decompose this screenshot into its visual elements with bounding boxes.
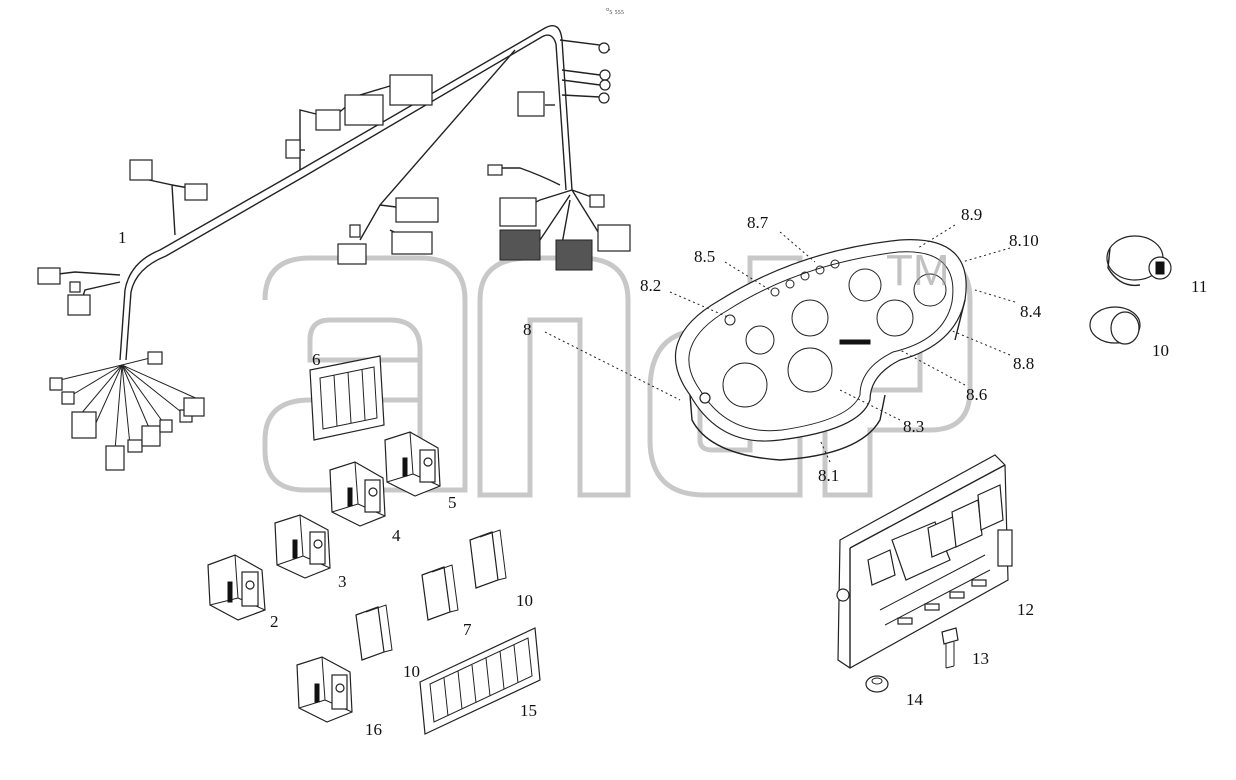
label-part-10-lower: 10 — [403, 662, 420, 681]
label-part-13: 13 — [972, 649, 989, 668]
leader-lines — [544, 224, 1016, 463]
label-part-8-2: 8.2 — [640, 276, 662, 295]
rocker-switch-3 — [274, 514, 331, 579]
label-part-7: 7 — [463, 620, 472, 639]
label-part-14: 14 — [906, 690, 923, 709]
blank-cap-10-lower — [355, 604, 393, 661]
label-part-8-8: 8.8 — [1013, 354, 1035, 373]
rocker-switch-16 — [296, 656, 353, 723]
nut — [865, 675, 889, 693]
label-part-15: 15 — [520, 701, 537, 720]
label-part-12: 12 — [1017, 600, 1034, 619]
indicator-cap — [1089, 306, 1141, 345]
label-part-8-9: 8.9 — [961, 205, 983, 224]
label-part-8-5: 8.5 — [694, 247, 716, 266]
label-part-8-7: 8.7 — [747, 213, 769, 232]
wiring-harness — [37, 25, 631, 471]
label-part-6: 6 — [312, 350, 321, 369]
label-part-5: 5 — [448, 493, 457, 512]
label-part-10-cap: 10 — [1152, 341, 1169, 360]
label-part-4: 4 — [392, 526, 401, 545]
instrument-cluster — [674, 239, 967, 461]
relay-box — [836, 454, 1013, 669]
rocker-switch-4 — [329, 461, 386, 527]
label-part-8-6: 8.6 — [966, 385, 988, 404]
rocker-switch-5 — [384, 431, 441, 497]
long-grille — [419, 627, 541, 735]
blank-cap-10-upper — [469, 529, 507, 589]
label-part-16: 16 — [365, 720, 382, 739]
label-part-8: 8 — [523, 320, 532, 339]
label-part-10-upper: 10 — [516, 591, 533, 610]
blank-cap-7 — [421, 564, 459, 621]
air-vent-grille — [309, 355, 385, 441]
label-part-8-3: 8.3 — [903, 417, 925, 436]
rocker-switch-2 — [207, 554, 266, 621]
label-part-8-1: 8.1 — [818, 466, 840, 485]
watermark-tm: TM — [886, 246, 950, 295]
bolt — [941, 627, 959, 669]
label-part-11: 11 — [1191, 277, 1208, 296]
label-part-8-10: 8.10 — [1009, 231, 1039, 250]
header-mark: ▫₅ ₅₅₅ — [606, 4, 624, 14]
ignition-switch — [1106, 235, 1172, 287]
label-part-1: 1 — [118, 228, 127, 247]
label-part-3: 3 — [338, 572, 347, 591]
label-part-2: 2 — [270, 612, 279, 631]
label-part-8-4: 8.4 — [1020, 302, 1042, 321]
